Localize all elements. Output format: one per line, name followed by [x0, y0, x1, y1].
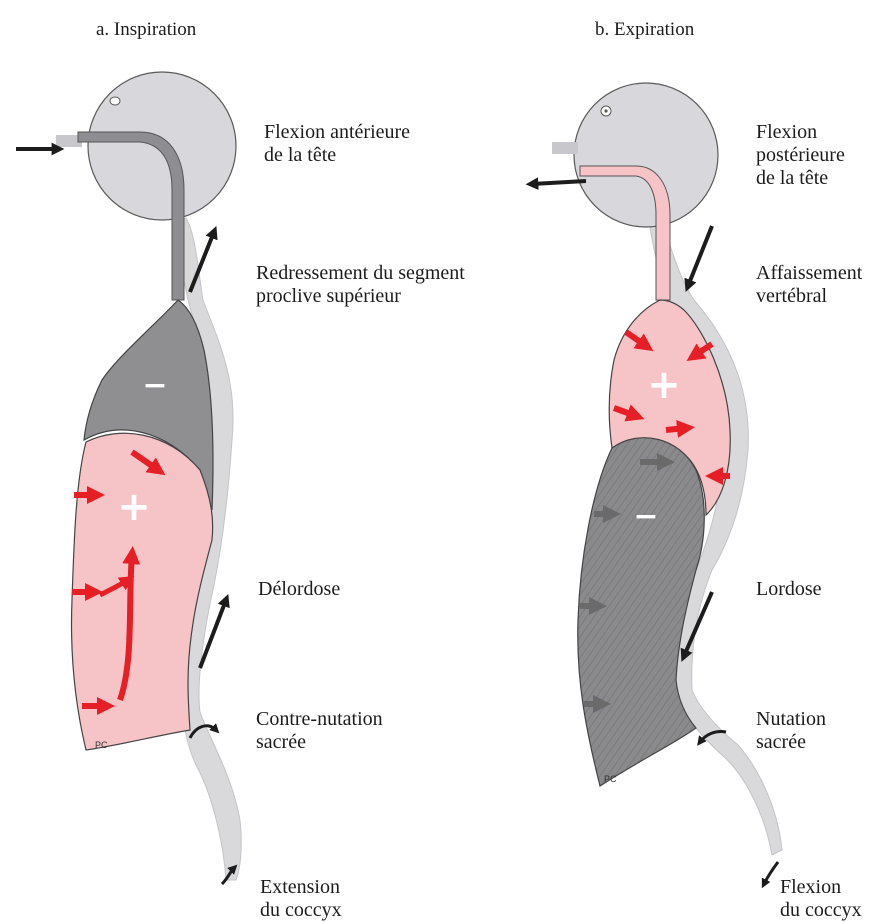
- panel-a-sacrum-label: Contre-nutation sacrée: [256, 708, 383, 754]
- panel-a-sacrum-line-1: Contre-nutation: [256, 708, 383, 731]
- panel-b-upper-label: Affaissement vertébral: [756, 262, 862, 308]
- panel-b-sacrum-label: Nutation sacrée: [756, 708, 826, 754]
- panel-a-pc-mark: PC: [95, 740, 108, 750]
- panel-b-lumbar-label: Lordose: [756, 578, 822, 601]
- panel-b-head-label: Flexion postérieure de la tête: [756, 121, 845, 190]
- panel-a-head-line-2: de la tête: [264, 144, 410, 167]
- panel-b-pc-mark: PC: [604, 774, 617, 784]
- panel-b-air-out-arrow: [532, 181, 586, 184]
- panel-a-abdomen-sign: +: [117, 484, 151, 530]
- panel-b-sacrum-line-2: sacrée: [756, 731, 826, 754]
- panel-b-head: [574, 83, 718, 227]
- panel-b-upper-arrow: [688, 226, 712, 286]
- panel-a-upper-line-1: Redressement du segment: [256, 262, 465, 285]
- panel-a-thorax-sign: −: [142, 368, 167, 403]
- panel-b-eye-pupil: [604, 109, 607, 112]
- panel-b-head-line-2: postérieure: [756, 144, 845, 167]
- panel-b-abdomen-sign: −: [633, 499, 658, 534]
- panel-b-upper-line-2: vertébral: [756, 285, 862, 308]
- panel-b-coccyx-label: Flexion du coccyx: [780, 876, 862, 922]
- panel-a-coccyx-line-1: Extension: [260, 876, 342, 899]
- panel-a-upper-label: Redressement du segment proclive supérie…: [256, 262, 465, 308]
- panel-b-head-line-3: de la tête: [756, 167, 845, 190]
- panel-a-head-line-1: Flexion antérieure: [264, 121, 410, 144]
- panel-b-red-arrow-4: [666, 428, 686, 430]
- panel-b-abdomen: [578, 438, 705, 786]
- panel-b-head-line-1: Flexion: [756, 121, 845, 144]
- panel-a-title: a. Inspiration: [96, 18, 196, 41]
- panel-a-eye: [110, 97, 120, 105]
- panel-a-lumbar-label: Délordose: [258, 578, 340, 601]
- panel-a-sacrum-line-2: sacrée: [256, 731, 383, 754]
- panel-b-thorax-sign: +: [647, 362, 681, 408]
- panel-b-expiration: + − PC: [532, 83, 782, 884]
- panel-a-coccyx-label: Extension du coccyx: [260, 876, 342, 922]
- panel-b-coccyx-line-1: Flexion: [780, 876, 862, 899]
- panel-a-coccyx-line-2: du coccyx: [260, 899, 342, 922]
- panel-b-title: b. Expiration: [595, 18, 694, 41]
- panel-b-nose-mark: [552, 142, 578, 154]
- panel-b-upper-line-1: Affaissement: [756, 262, 862, 285]
- panel-b-coccyx-line-2: du coccyx: [780, 899, 862, 922]
- panel-a-upper-line-2: proclive supérieur: [256, 285, 465, 308]
- panel-a-inspiration: − + PC: [16, 72, 241, 884]
- panel-b-sacrum-line-1: Nutation: [756, 708, 826, 731]
- panel-b-coccyx-arrow: [764, 862, 778, 884]
- panel-a-head-label: Flexion antérieure de la tête: [264, 121, 410, 167]
